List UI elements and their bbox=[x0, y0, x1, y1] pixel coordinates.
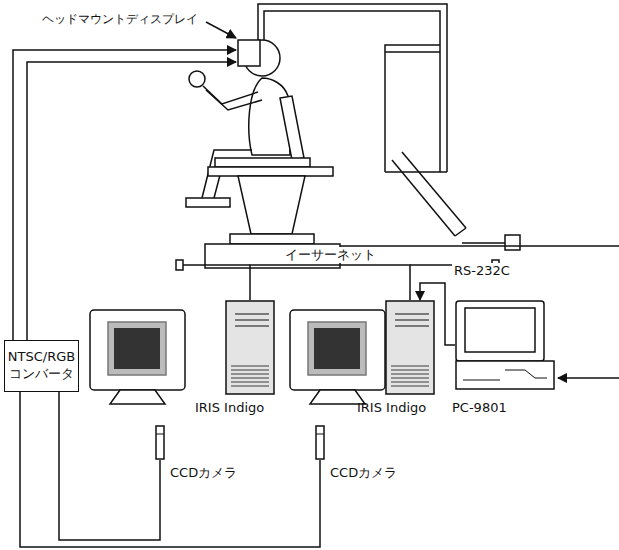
tower-part bbox=[395, 314, 429, 315]
cam-part bbox=[156, 426, 164, 459]
line-art bbox=[182, 264, 250, 266]
connector-label: RS-232C bbox=[452, 263, 512, 279]
box-label: NTSC/RGB コンバータ bbox=[8, 349, 75, 383]
line-art bbox=[310, 390, 365, 404]
line-art bbox=[290, 310, 385, 390]
line-art bbox=[215, 158, 310, 167]
pc-part bbox=[505, 370, 547, 378]
tower-part bbox=[391, 366, 429, 367]
device-label: CCDカメラ bbox=[330, 465, 340, 482]
tower-part bbox=[235, 320, 269, 321]
tower-part bbox=[391, 374, 429, 375]
cam-icon bbox=[155, 425, 165, 460]
line-art bbox=[90, 310, 185, 390]
line-art bbox=[108, 322, 166, 375]
line-art bbox=[27, 62, 236, 340]
cam-part bbox=[156, 434, 164, 435]
line-art bbox=[13, 50, 236, 340]
converter-box: NTSC/RGB コンバータ bbox=[4, 340, 79, 392]
cam-part bbox=[316, 426, 324, 459]
line-art bbox=[186, 198, 230, 207]
ccd-camera: CCDカメラ bbox=[315, 425, 325, 460]
line-art bbox=[110, 390, 165, 404]
line-art bbox=[558, 377, 619, 379]
pc-part bbox=[456, 301, 544, 361]
line-art bbox=[308, 322, 366, 375]
tower-part bbox=[391, 386, 429, 387]
line-art bbox=[176, 260, 183, 270]
tower-icon bbox=[225, 300, 275, 395]
tower-part bbox=[235, 314, 269, 315]
line-art bbox=[280, 96, 304, 160]
tower-part bbox=[235, 326, 269, 327]
pc-part bbox=[456, 361, 554, 389]
tower-part bbox=[226, 301, 274, 394]
line-art bbox=[314, 328, 360, 369]
tower-icon bbox=[385, 300, 435, 395]
tower-part bbox=[391, 382, 429, 383]
tower-part bbox=[231, 386, 269, 387]
cam-part bbox=[316, 434, 324, 435]
line-art bbox=[264, 11, 440, 172]
tower-part bbox=[231, 378, 269, 379]
device-label: IRIS Indigo bbox=[195, 400, 245, 417]
tower-part bbox=[231, 382, 269, 383]
pc-icon bbox=[455, 300, 555, 390]
connector bbox=[59, 392, 160, 540]
line-art bbox=[392, 160, 455, 236]
workstation: IRIS Indigo bbox=[225, 300, 275, 395]
line-art bbox=[455, 228, 466, 236]
tower-part bbox=[391, 378, 429, 379]
line-art bbox=[13, 4, 619, 547]
callout-label: ヘッドマウントディスプレイ bbox=[42, 12, 198, 26]
line-art bbox=[189, 71, 205, 87]
pc-part bbox=[465, 308, 535, 352]
line-art bbox=[385, 171, 447, 173]
connector bbox=[250, 265, 410, 300]
workstation: IRIS Indigo bbox=[385, 300, 435, 395]
pc-part bbox=[463, 380, 500, 381]
line-art bbox=[385, 45, 440, 172]
tower-part bbox=[231, 366, 269, 367]
line-art bbox=[238, 40, 260, 66]
personal-computer: PC-9801 bbox=[455, 300, 555, 390]
connector-label: イーサーネット bbox=[283, 247, 378, 263]
line-art bbox=[505, 235, 520, 250]
line-art bbox=[114, 328, 160, 369]
device-label: IRIS Indigo bbox=[357, 400, 407, 417]
line-art bbox=[402, 152, 466, 228]
line-art bbox=[230, 234, 314, 244]
line-art bbox=[20, 392, 320, 547]
tower-part bbox=[391, 370, 429, 371]
line-art bbox=[238, 176, 305, 234]
line-art bbox=[206, 90, 262, 110]
device-label: CCDカメラ bbox=[170, 465, 180, 482]
line-art bbox=[340, 245, 619, 247]
line-art bbox=[206, 22, 236, 38]
tower-part bbox=[231, 374, 269, 375]
ccd-camera: CCDカメラ bbox=[155, 425, 165, 460]
cam-icon bbox=[315, 425, 325, 460]
tower-part bbox=[395, 320, 429, 321]
tower-part bbox=[386, 301, 434, 394]
tower-part bbox=[231, 370, 269, 371]
line-art bbox=[462, 242, 505, 244]
line-art bbox=[385, 51, 440, 53]
line-art bbox=[208, 167, 333, 176]
tower-part bbox=[395, 326, 429, 327]
device-label: PC-9801 bbox=[452, 400, 552, 417]
